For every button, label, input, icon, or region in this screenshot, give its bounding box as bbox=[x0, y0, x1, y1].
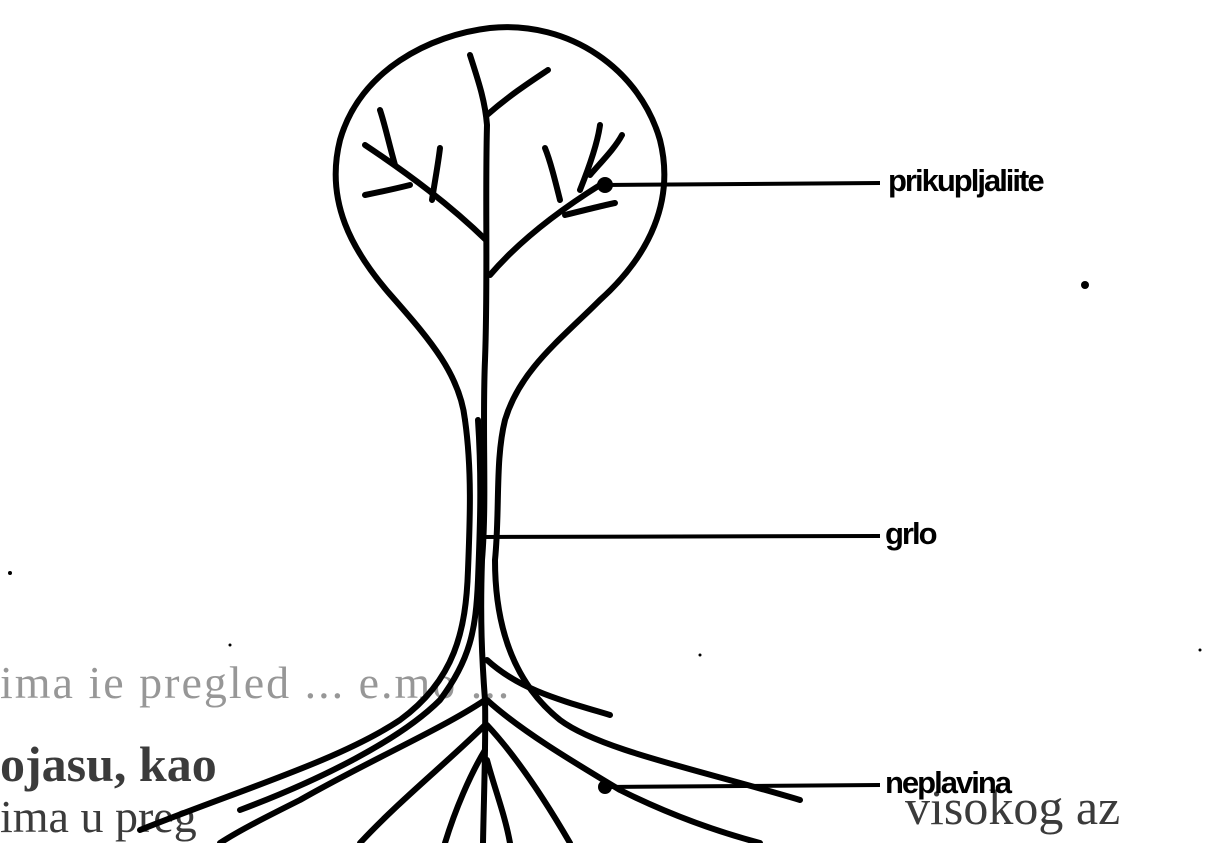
label-collecting-area: prikupljaliite bbox=[888, 163, 1043, 199]
fan-channel bbox=[220, 700, 485, 843]
catchment-outline bbox=[336, 27, 800, 800]
label-fan: neplavina bbox=[885, 765, 1010, 801]
speck bbox=[699, 654, 702, 657]
leader-line-bottom bbox=[605, 785, 880, 787]
channel-branch bbox=[580, 125, 600, 190]
catchment-outline-left bbox=[140, 420, 470, 830]
channel-branch bbox=[487, 70, 548, 115]
speck bbox=[1081, 281, 1089, 289]
neck-channel bbox=[240, 420, 480, 810]
channel-branch bbox=[545, 148, 560, 200]
channel-branch bbox=[490, 185, 600, 275]
fan-channel bbox=[445, 750, 485, 843]
channel-branch bbox=[365, 185, 410, 195]
channel-branch bbox=[432, 148, 440, 200]
leader-line-middle bbox=[482, 536, 880, 537]
fan-channel bbox=[487, 760, 510, 843]
label-neck: grlo bbox=[885, 516, 936, 552]
speck bbox=[1199, 649, 1202, 652]
speck bbox=[229, 644, 232, 647]
leader-line-top bbox=[605, 183, 880, 185]
fan-channel bbox=[487, 725, 570, 843]
speck bbox=[8, 571, 12, 575]
leader-dot-top bbox=[599, 179, 611, 191]
leader-dot-bottom bbox=[600, 782, 610, 792]
